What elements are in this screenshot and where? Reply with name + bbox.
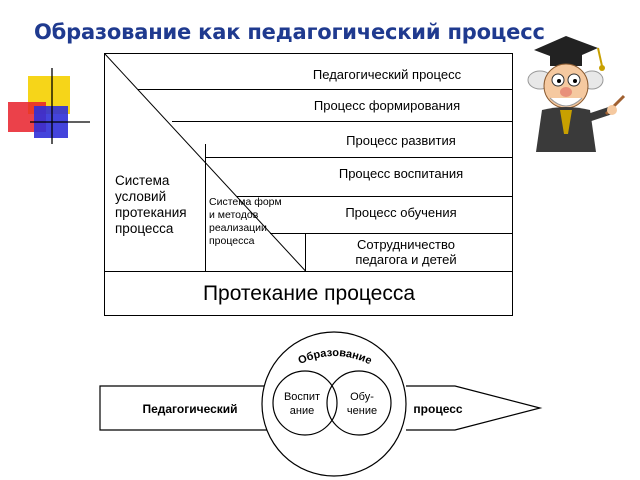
teaching-circle: [326, 370, 392, 436]
row-label-teaching-process: Процесс обучения: [345, 205, 457, 220]
circle-label-teaching-2: чение: [347, 405, 377, 417]
label-conditions-system: Система условий протекания процесса: [115, 173, 187, 236]
arrow-label-process: процесс: [413, 402, 462, 416]
circle-label-upbringing-1: Воспит: [284, 391, 320, 403]
label-forms-methods-system: Система форм и методов реализации процес…: [209, 196, 282, 247]
table-frame: [104, 53, 513, 316]
row-label-upbringing-process: Процесс воспитания: [338, 166, 464, 181]
circle-label-upbringing-2: ание: [290, 405, 314, 417]
color-squares-icon: [8, 68, 90, 144]
arrow-label-pedagogical: Педагогический: [142, 402, 237, 416]
circle-label-teaching-1: Обу-: [350, 391, 374, 403]
row-label-pedagogical-process: Педагогический процесс: [312, 67, 462, 82]
page-title: Образование как педагогический процесс: [34, 20, 545, 44]
label-process-flow: Протекание процесса: [202, 282, 416, 305]
row-label-cooperation: Сотрудничество педагога и детей: [355, 237, 457, 267]
professor-cartoon-icon: [527, 36, 626, 152]
arrow-head: [406, 385, 543, 431]
row-label-formation-process: Процесс формирования: [313, 98, 461, 113]
row-label-development-process: Процесс развития: [346, 133, 456, 148]
education-circle: [261, 331, 407, 477]
upbringing-circle: [272, 370, 338, 436]
